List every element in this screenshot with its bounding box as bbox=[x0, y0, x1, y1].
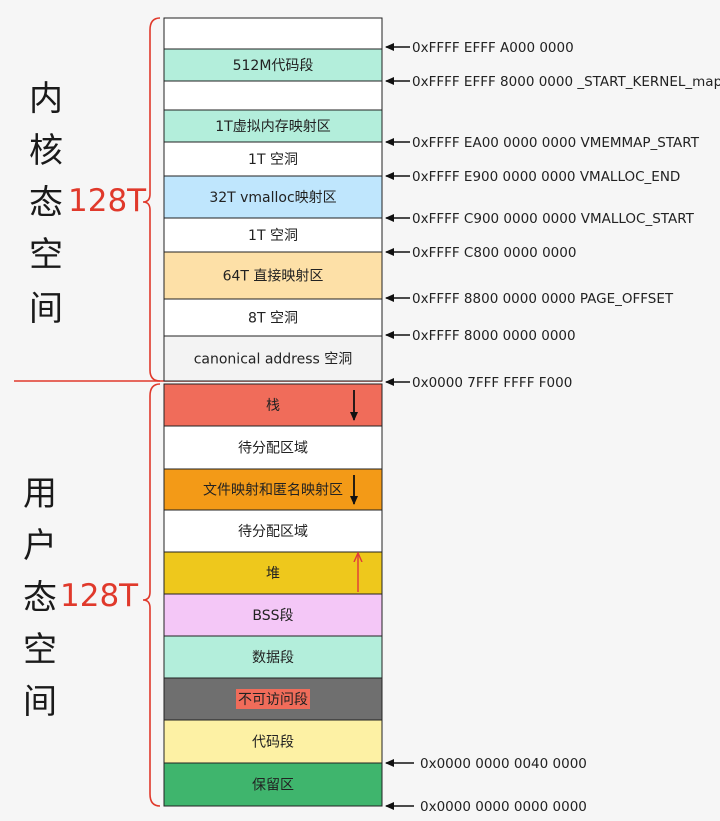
user-segment-label: 不可访问段 bbox=[238, 692, 308, 708]
user-segment-box bbox=[163, 509, 383, 553]
kernel-segment-label: canonical address 空洞 bbox=[194, 352, 353, 368]
user-title-char-4: 空 bbox=[23, 630, 57, 670]
user-space-title: 用 户 态 空 间 bbox=[23, 474, 57, 722]
kernel-segment: 1T 空洞 bbox=[163, 217, 383, 253]
kernel-segment-label: 32T vmalloc映射区 bbox=[209, 190, 336, 206]
user-size-label: 128T bbox=[60, 578, 139, 614]
address-label: 0x0000 0000 0040 0000 bbox=[420, 756, 587, 772]
kernel-segment-box bbox=[163, 48, 383, 82]
user-segment-box bbox=[163, 468, 383, 511]
kernel-segment-box bbox=[163, 141, 383, 177]
user-segment-box bbox=[163, 762, 383, 807]
user-segment: 文件映射和匿名映射区 bbox=[163, 468, 383, 511]
address-label: 0x0000 0000 0000 0000 bbox=[420, 799, 587, 815]
address-label: 0xFFFF E900 0000 0000 VMALLOC_END bbox=[412, 169, 680, 185]
user-segment-label: 待分配区域 bbox=[238, 524, 308, 540]
address-label: 0xFFFF C900 0000 0000 VMALLOC_START bbox=[412, 211, 695, 227]
user-segment: 数据段 bbox=[163, 635, 383, 679]
user-segment-box bbox=[163, 719, 383, 764]
user-title-char-3: 态 bbox=[23, 578, 57, 618]
address-label: 0xFFFF EFFF A000 0000 bbox=[412, 40, 574, 56]
kernel-space-title: 内 核 态 空 间 bbox=[29, 79, 63, 329]
kernel-segment-label: 64T 直接映射区 bbox=[223, 268, 324, 285]
kernel-segment-box bbox=[163, 298, 383, 337]
kernel-segment-label: 1T虚拟内存映射区 bbox=[215, 119, 330, 135]
address-label: 0x0000 7FFF FFFF F000 bbox=[412, 375, 572, 391]
user-segment-box bbox=[163, 635, 383, 679]
kernel-segment-box bbox=[163, 109, 383, 143]
kernel-segment: canonical address 空洞 bbox=[163, 335, 383, 382]
user-segment-box bbox=[163, 551, 383, 595]
kernel-segment: 64T 直接映射区 bbox=[163, 251, 383, 300]
address-marker: 0xFFFF 8000 0000 0000 bbox=[385, 328, 576, 344]
user-segment: BSS段 bbox=[163, 593, 383, 637]
address-marker: 0xFFFF EFFF 8000 0000 _START_KERNEL_map bbox=[385, 74, 720, 90]
user-title-char-5: 间 bbox=[23, 682, 57, 722]
kernel-segment-label: 512M代码段 bbox=[233, 58, 314, 74]
kernel-title-char-3: 态 bbox=[29, 183, 63, 223]
user-title-char-1: 用 bbox=[23, 474, 57, 514]
kernel-segment-box bbox=[163, 335, 383, 382]
user-segment-label: 文件映射和匿名映射区 bbox=[203, 483, 343, 499]
kernel-segment: 32T vmalloc映射区 bbox=[163, 175, 383, 219]
user-segment-label: 栈 bbox=[266, 398, 280, 414]
address-label: 0xFFFF EFFF 8000 0000 _START_KERNEL_map bbox=[412, 74, 720, 90]
kernel-segment bbox=[163, 80, 383, 111]
address-marker: 0xFFFF EFFF A000 0000 bbox=[385, 40, 574, 56]
kernel-segment-label: 1T 空洞 bbox=[248, 152, 298, 168]
address-label: 0xFFFF EA00 0000 0000 VMEMMAP_START bbox=[412, 135, 700, 151]
user-segment-label: 保留区 bbox=[252, 778, 294, 794]
kernel-segment-label: 1T 空洞 bbox=[248, 228, 298, 244]
kernel-segment: 1T 空洞 bbox=[163, 141, 383, 177]
kernel-title-char-5: 间 bbox=[29, 289, 63, 329]
kernel-segment bbox=[163, 17, 383, 50]
user-title-char-2: 户 bbox=[23, 526, 57, 566]
kernel-segment-label: 8T 空洞 bbox=[248, 311, 298, 327]
user-segment: 栈 bbox=[163, 383, 383, 427]
address-marker: 0xFFFF E900 0000 0000 VMALLOC_END bbox=[385, 169, 680, 185]
user-segment: 待分配区域 bbox=[163, 509, 383, 553]
address-label: 0xFFFF 8000 0000 0000 bbox=[412, 328, 576, 344]
address-marker: 0x0000 7FFF FFFF F000 bbox=[385, 375, 572, 391]
kernel-segment-box bbox=[163, 217, 383, 253]
kernel-segment: 512M代码段 bbox=[163, 48, 383, 82]
kernel-size-label: 128T bbox=[68, 183, 147, 219]
user-segment-box bbox=[163, 425, 383, 470]
address-label: 0xFFFF 8800 0000 0000 PAGE_OFFSET bbox=[412, 291, 674, 307]
kernel-segment-box bbox=[163, 17, 383, 50]
kernel-title-char-4: 空 bbox=[29, 235, 63, 275]
user-segment-box bbox=[163, 593, 383, 637]
address-marker: 0xFFFF 8800 0000 0000 PAGE_OFFSET bbox=[385, 291, 674, 307]
user-segment: 堆 bbox=[163, 551, 383, 595]
address-marker: 0xFFFF EA00 0000 0000 VMEMMAP_START bbox=[385, 135, 700, 151]
address-marker: 0xFFFF C800 0000 0000 bbox=[385, 245, 576, 261]
user-segment: 待分配区域 bbox=[163, 425, 383, 470]
kernel-brace bbox=[142, 17, 161, 382]
kernel-segment: 8T 空洞 bbox=[163, 298, 383, 337]
address-label: 0xFFFF C800 0000 0000 bbox=[412, 245, 576, 261]
user-segment-label: 数据段 bbox=[252, 650, 294, 666]
kernel-segment-box bbox=[163, 80, 383, 111]
user-segment: 代码段 bbox=[163, 719, 383, 764]
user-segment-label: 代码段 bbox=[252, 735, 294, 751]
address-marker: 0x0000 0000 0040 0000 bbox=[385, 756, 587, 772]
address-marker: 0xFFFF C900 0000 0000 VMALLOC_START bbox=[385, 211, 695, 227]
user-segment: 不可访问段 bbox=[163, 677, 383, 721]
kernel-title-char-1: 内 bbox=[29, 79, 63, 119]
kernel-segment-box bbox=[163, 251, 383, 300]
address-marker: 0x0000 0000 0000 0000 bbox=[385, 799, 587, 815]
memory-segments: 512M代码段 1T虚拟内存映射区 1T 空洞 32T vmalloc映射区 1T 空洞… bbox=[163, 17, 383, 807]
user-brace bbox=[142, 383, 161, 807]
user-segment-label: 堆 bbox=[266, 566, 280, 582]
address-labels: 0xFFFF EFFF A000 0000 0xFFFF EFFF 8000 00… bbox=[385, 40, 720, 815]
label-highlight bbox=[236, 689, 310, 709]
growth-arrows bbox=[350, 390, 358, 592]
user-segment-label: 待分配区域 bbox=[238, 441, 308, 457]
kernel-segment: 1T虚拟内存映射区 bbox=[163, 109, 383, 143]
kernel-segment-box bbox=[163, 175, 383, 219]
user-segment-label: BSS段 bbox=[252, 608, 293, 624]
kernel-title-char-2: 核 bbox=[29, 131, 63, 171]
user-segment: 保留区 bbox=[163, 762, 383, 807]
